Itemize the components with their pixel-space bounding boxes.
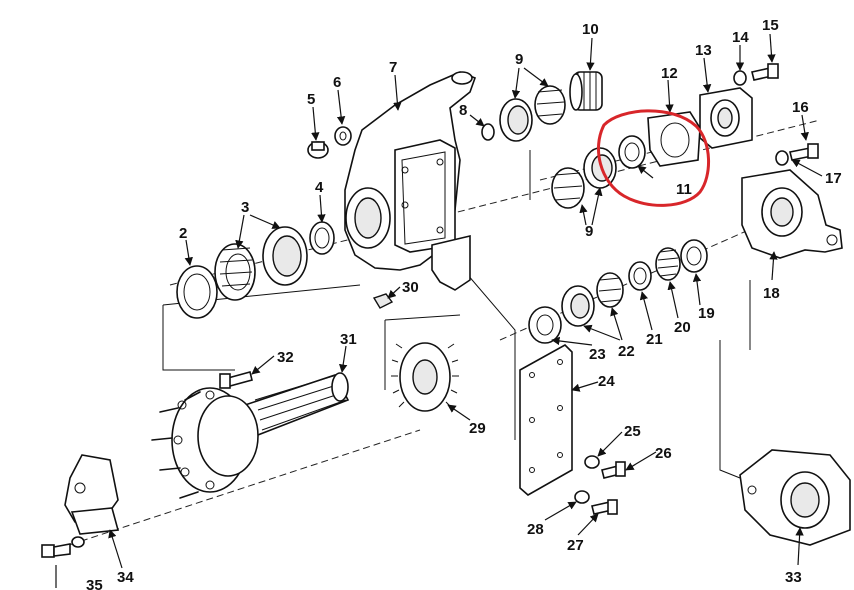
part-34-bracket [64, 454, 120, 535]
callout-8: 8 [459, 102, 467, 119]
callout-21: 21 [646, 331, 663, 348]
part-29-gear [391, 342, 459, 412]
part-33-housing [739, 449, 851, 546]
callout-25: 25 [624, 423, 641, 440]
callouts: 2 3 4 5 6 7 8 9 9 10 11 12 13 14 15 16 1… [86, 17, 842, 590]
part-18-housing [741, 169, 843, 259]
part-14-washer [733, 70, 747, 86]
part-9-upper-bearings [499, 85, 566, 142]
highlight-circle [596, 109, 711, 207]
callout-33: 33 [785, 569, 802, 586]
callout-32: 32 [277, 349, 294, 366]
part-12-gasket [647, 111, 701, 167]
part-4-ring [309, 221, 335, 255]
part-19-nut [680, 239, 708, 273]
callout-4: 4 [315, 179, 324, 196]
callout-3: 3 [241, 199, 249, 216]
part-24-plate [519, 344, 573, 496]
callout-22: 22 [618, 343, 635, 360]
part-35-bolt [41, 536, 85, 558]
part-21-ring [628, 261, 652, 291]
knuckle-housing [344, 71, 477, 291]
callout-14: 14 [732, 29, 749, 46]
callout-30: 30 [402, 279, 419, 296]
callout-31: 31 [340, 331, 357, 348]
callout-29: 29 [469, 420, 486, 437]
part-17-washer [775, 150, 789, 166]
part-20-gear-washer [655, 247, 681, 281]
callout-28: 28 [527, 521, 544, 538]
part-9-lower-bearings [551, 147, 617, 209]
callout-6: 6 [333, 74, 341, 91]
callout-2: 2 [179, 225, 187, 242]
part-15-bolt [751, 63, 779, 81]
callout-9-lower: 9 [585, 223, 593, 240]
leader-lines [55, 33, 823, 588]
part-10-gear [569, 71, 603, 111]
callout-27: 27 [567, 537, 584, 554]
part-13-cap [699, 87, 753, 149]
callout-18: 18 [763, 285, 780, 302]
part-23-seal [528, 306, 562, 344]
part-32-bolt [219, 371, 253, 389]
callout-34: 34 [117, 569, 134, 586]
callout-20: 20 [674, 319, 691, 336]
part-25-washer [584, 455, 600, 469]
callout-7: 7 [389, 59, 397, 76]
callout-35: 35 [86, 577, 103, 590]
part-3-bearing [214, 226, 308, 301]
callout-5: 5 [307, 91, 315, 108]
callout-17: 17 [825, 170, 842, 187]
callout-19: 19 [698, 305, 715, 322]
part-22-bearing [561, 272, 624, 327]
callout-16: 16 [792, 99, 809, 116]
callout-11: 11 [676, 181, 692, 198]
callout-24: 24 [598, 373, 615, 390]
part-2-seal [176, 265, 218, 319]
part-6-washer [334, 126, 352, 146]
callout-15: 15 [762, 17, 779, 34]
callout-23: 23 [589, 346, 606, 363]
part-26-bolt [601, 461, 626, 479]
part-31-shaft-hub [151, 372, 350, 499]
part-5-plug [307, 141, 329, 159]
callout-9-upper: 9 [515, 51, 523, 68]
callout-10: 10 [582, 21, 599, 38]
callout-26: 26 [655, 445, 672, 462]
callout-12: 12 [661, 65, 678, 82]
part-8-ring [481, 123, 495, 141]
part-16-bolt [789, 143, 819, 161]
part-28-washer [574, 490, 590, 504]
part-27-bolt [591, 499, 618, 515]
part-11-seal [618, 135, 646, 169]
callout-13: 13 [695, 42, 712, 59]
